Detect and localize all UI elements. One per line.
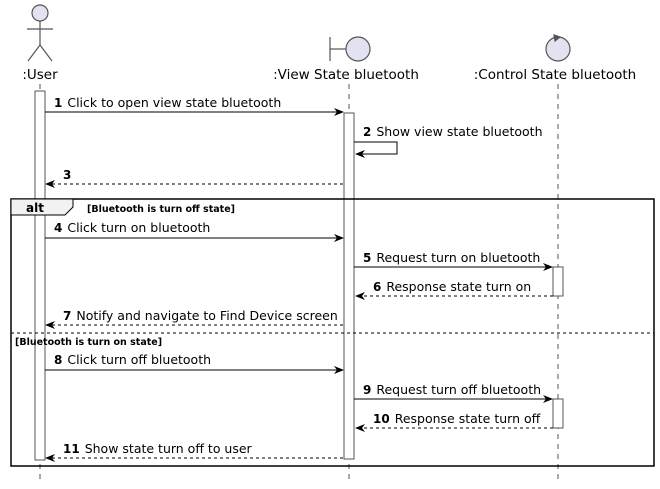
- message-10-text: Response state turn off: [395, 411, 541, 426]
- message-arrow-2: [354, 141, 398, 158]
- participant-user-label: :User: [22, 67, 58, 83]
- message-9-number: 9: [363, 383, 371, 397]
- alt-operator-label: alt: [26, 201, 44, 215]
- message-7-text: Notify and navigate to Find Device scree…: [76, 308, 337, 323]
- message-10-label: 10 Response state turn off: [373, 411, 541, 426]
- message-7-number: 7: [63, 309, 71, 323]
- user-activation: [34, 90, 46, 461]
- actor-icon: [27, 4, 53, 62]
- message-9-label: 9 Request turn off bluetooth: [363, 382, 541, 397]
- participant-view-label: :View State bluetooth: [273, 67, 419, 83]
- message-9-text: Request turn off bluetooth: [376, 382, 541, 397]
- message-2-label: 2 Show view state bluetooth: [363, 124, 543, 139]
- message-8-number: 8: [54, 353, 62, 367]
- message-1-text: Click to open view state bluetooth: [67, 95, 281, 110]
- message-4-label: 4 Click turn on bluetooth: [54, 220, 210, 235]
- message-8-label: 8 Click turn off bluetooth: [54, 352, 211, 367]
- message-3-label: 3: [63, 168, 71, 182]
- message-1-label: 1 Click to open view state bluetooth: [54, 95, 281, 110]
- message-7-label: 7 Notify and navigate to Find Device scre…: [63, 308, 338, 323]
- message-11-text: Show state turn off to user: [85, 441, 253, 456]
- message-5-text: Request turn on bluetooth: [376, 250, 540, 265]
- control-icon: [545, 34, 571, 62]
- message-2-number: 2: [363, 125, 371, 139]
- message-8-text: Click turn off bluetooth: [67, 352, 211, 367]
- message-6-number: 6: [373, 280, 381, 294]
- control-activation-2: [552, 398, 564, 429]
- message-1-number: 1: [54, 96, 62, 110]
- message-5-number: 5: [363, 251, 371, 265]
- message-11-number: 11: [63, 442, 80, 456]
- message-4-text: Click turn on bluetooth: [67, 220, 210, 235]
- alt-operator-tab: [10, 198, 74, 216]
- message-6-label: 6 Response state turn on: [373, 279, 531, 294]
- message-6-text: Response state turn on: [386, 279, 531, 294]
- alt-guard-1: [Bluetooth is turn off state]: [87, 204, 235, 215]
- boundary-icon: [329, 36, 371, 62]
- message-5-label: 5 Request turn on bluetooth: [363, 250, 540, 265]
- message-4-number: 4: [54, 221, 62, 235]
- message-3-number: 3: [63, 168, 71, 182]
- message-10-number: 10: [373, 412, 390, 426]
- view-activation: [343, 112, 355, 460]
- message-11-label: 11 Show state turn off to user: [63, 441, 253, 456]
- message-2-text: Show view state bluetooth: [376, 124, 542, 139]
- participant-control-label: :Control State bluetooth: [474, 67, 637, 83]
- alt-guard-2: [Bluetooth is turn on state]: [15, 337, 162, 348]
- control-activation-1: [552, 266, 564, 297]
